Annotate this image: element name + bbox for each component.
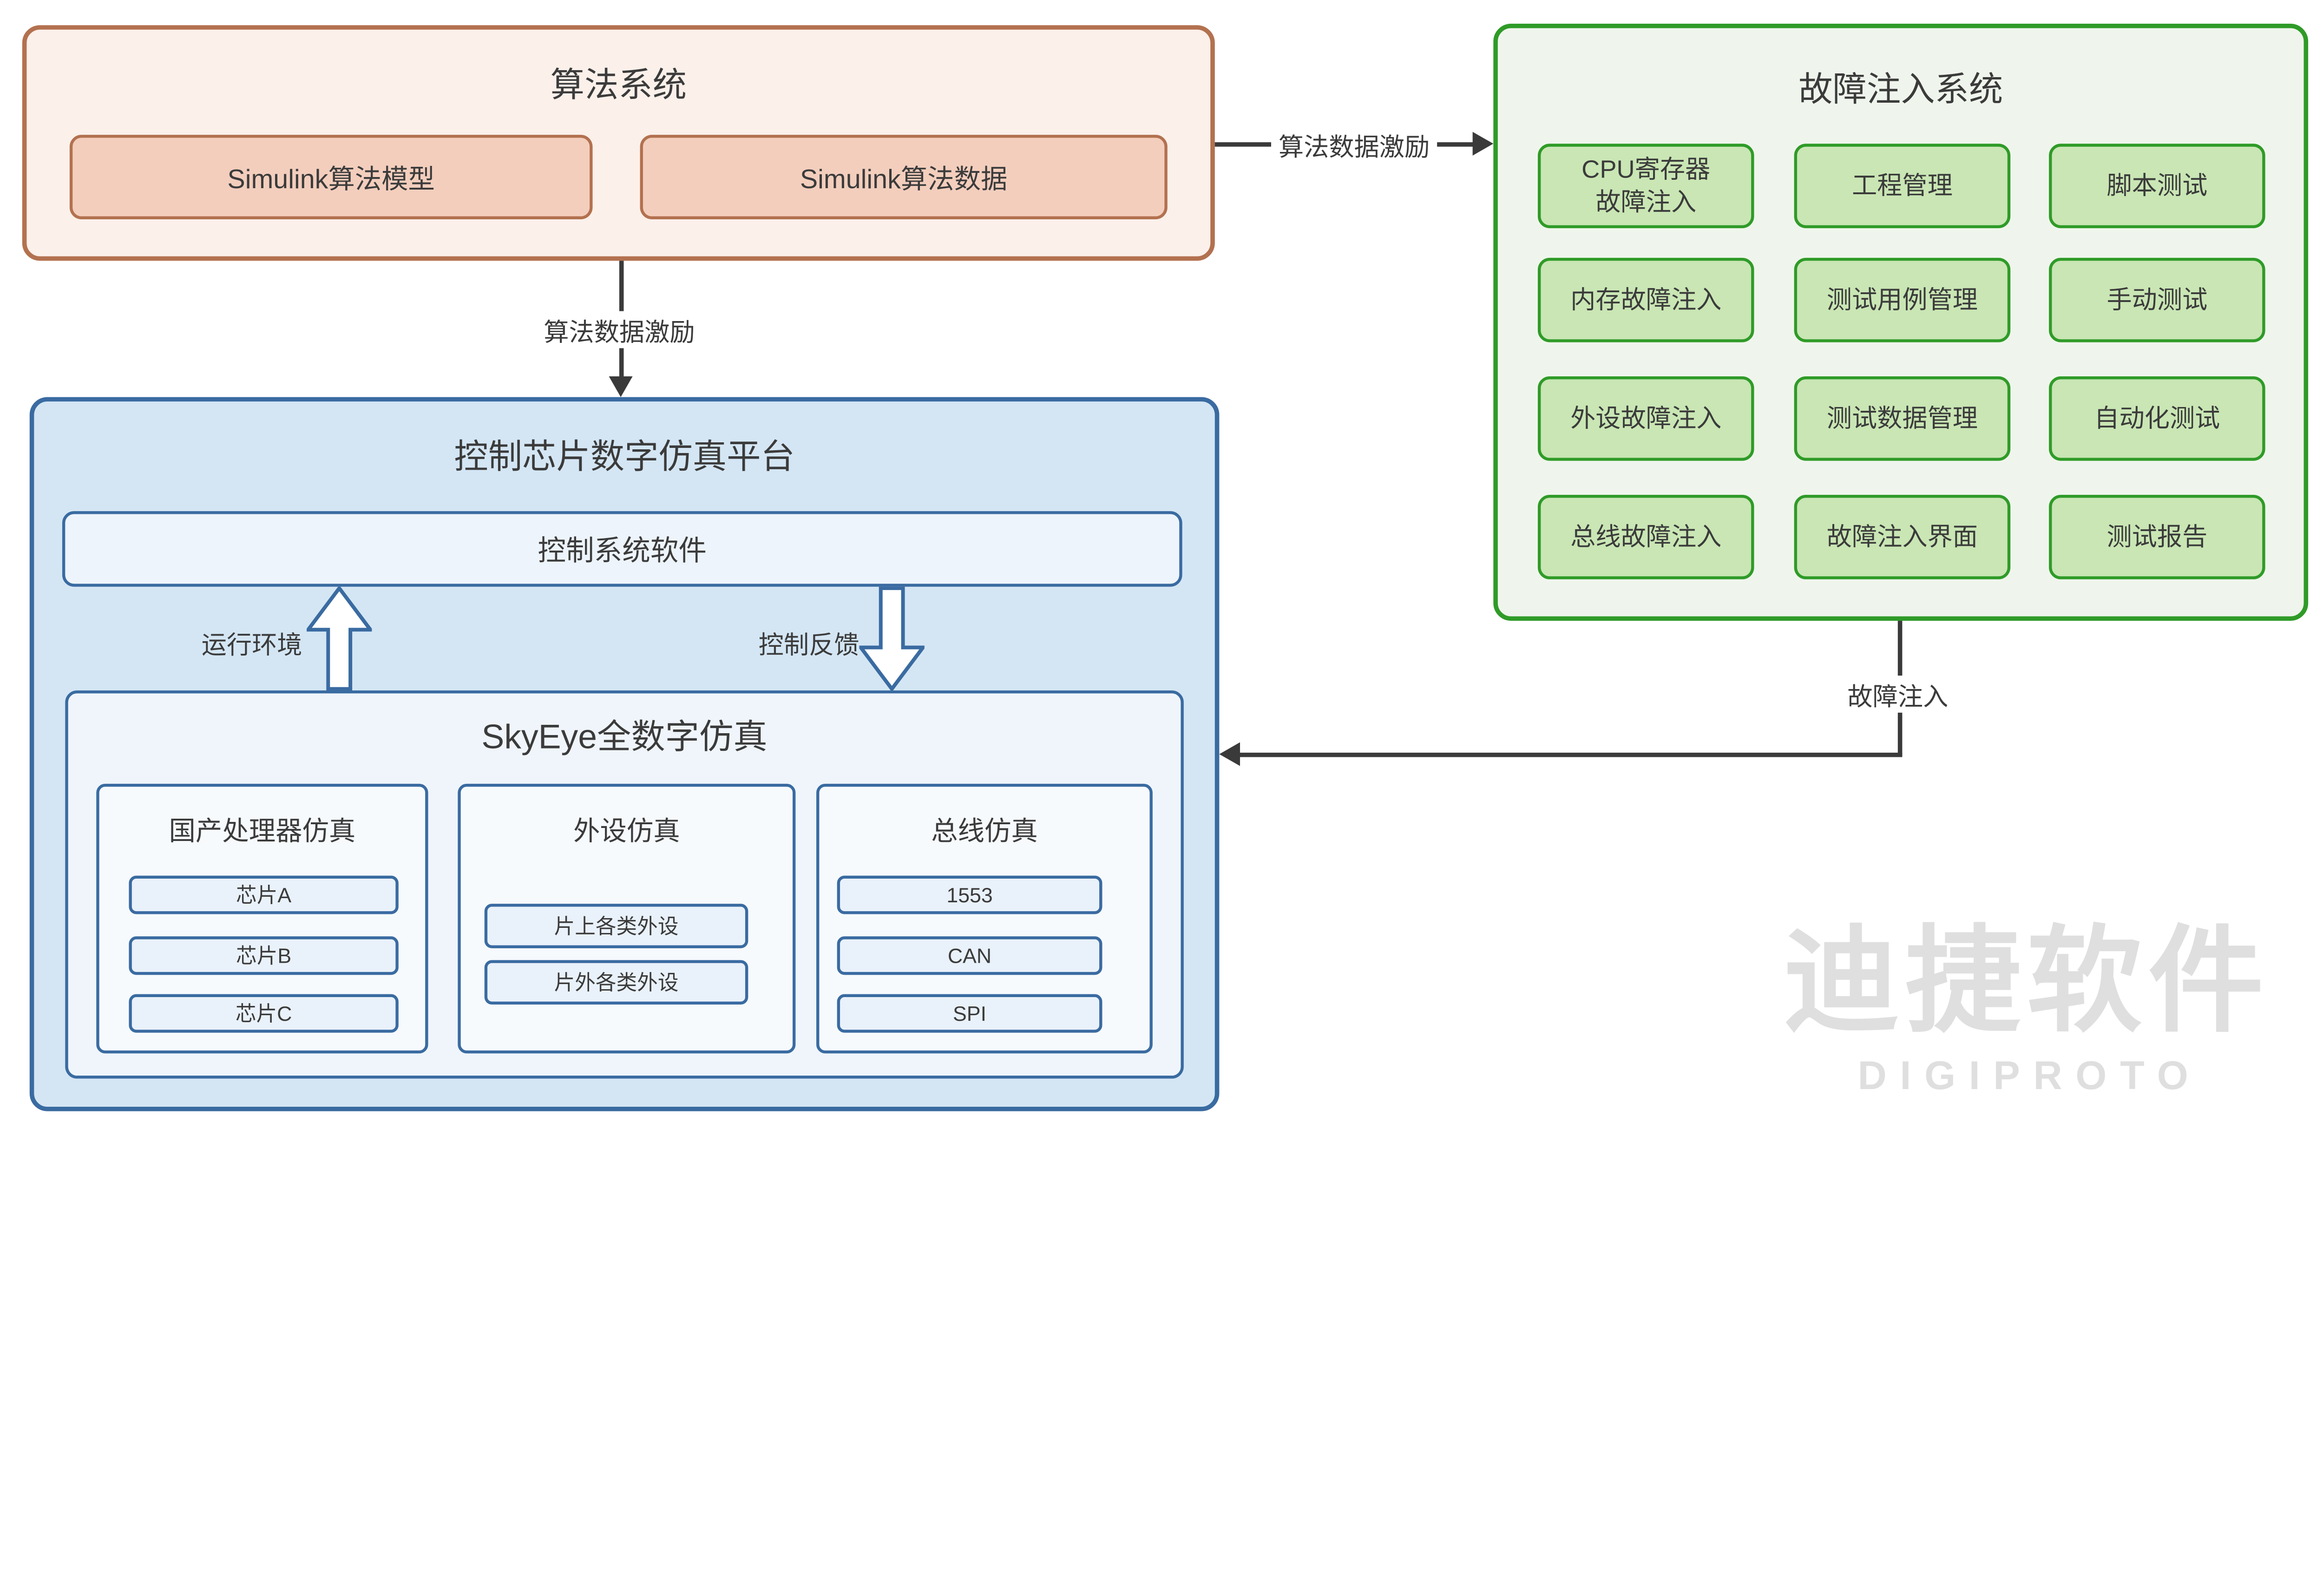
algo-to-fault-label: 算法数据激励 (1215, 125, 1493, 163)
block-arrow-down-icon (859, 586, 925, 690)
chip-c-box: 芯片C (129, 994, 399, 1033)
fault-to-platform-label: 故障注入 (1750, 674, 2046, 713)
simulink-data-box: Simulink算法数据 (640, 135, 1168, 219)
bus-1553-box: 1553 (837, 875, 1102, 914)
arrowhead-left-icon (1219, 742, 1240, 766)
fault-cell-inject-ui: 故障注入界面 (1794, 495, 2011, 579)
fault-cell-project-mgmt: 工程管理 (1794, 144, 2011, 229)
fault-cell-bus: 总线故障注入 (1537, 495, 1754, 579)
runtime-env-label: 运行环境 (201, 631, 302, 660)
fault-cell-auto-test: 自动化测试 (2049, 376, 2265, 461)
offchip-peripherals-box: 片外各类外设 (484, 960, 748, 1005)
bus-spi-box: SPI (837, 994, 1102, 1033)
fault-cell-testcase-mgmt: 测试用例管理 (1794, 257, 2011, 342)
fault-cell-manual-test: 手动测试 (2049, 257, 2265, 342)
algo-system-box: 算法系统 Simulink算法模型 Simulink算法数据 (22, 25, 1215, 261)
arrowhead-right-icon (1472, 131, 1494, 156)
fault-cell-script-test: 脚本测试 (2049, 144, 2265, 229)
fault-system-box: 故障注入系统 CPU寄存器 故障注入 工程管理 脚本测试 内存故障注入 测试用例… (1493, 24, 2309, 621)
bus-can-box: CAN (837, 936, 1102, 975)
onchip-peripherals-box: 片上各类外设 (484, 904, 748, 948)
peripheral-sim-column: 外设仿真 片上各类外设 片外各类外设 (458, 783, 796, 1054)
block-arrow-up-icon (307, 586, 372, 690)
bus-sim-title: 总线仿真 (931, 816, 1038, 846)
platform-title: 控制芯片数字仿真平台 (454, 437, 795, 476)
arrowhead-down-icon (609, 376, 633, 397)
peripheral-sim-title: 外设仿真 (573, 816, 680, 846)
watermark-logo-en: DIGIPROTO (1857, 1053, 2202, 1098)
skyeye-title: SkyEye全数字仿真 (481, 717, 768, 756)
control-feedback-label: 控制反馈 (758, 631, 860, 660)
fault-cell-test-report: 测试报告 (2049, 495, 2265, 579)
algo-to-platform-label: 算法数据激励 (471, 309, 768, 348)
simulink-model-box: Simulink算法模型 (69, 135, 593, 219)
fault-cell-cpu-register: CPU寄存器 故障注入 (1537, 144, 1754, 229)
fault-cell-testdata-mgmt: 测试数据管理 (1794, 376, 2011, 461)
bus-sim-column: 总线仿真 1553 CAN SPI (816, 783, 1153, 1054)
skyeye-box: SkyEye全数字仿真 国产处理器仿真 芯片A 芯片B 芯片C 外设仿真 片上各… (65, 690, 1184, 1079)
arrow-fault-to-platform-hline (1240, 752, 1903, 757)
chip-b-box: 芯片B (129, 936, 399, 975)
fault-cell-peripheral: 外设故障注入 (1537, 376, 1754, 461)
fault-cell-memory: 内存故障注入 (1537, 257, 1754, 342)
control-software-box: 控制系统软件 (62, 511, 1182, 587)
fault-system-title: 故障注入系统 (1798, 69, 2003, 108)
processor-sim-column: 国产处理器仿真 芯片A 芯片B 芯片C (96, 783, 428, 1054)
diagram-canvas: 迪捷软件 DIGIPROTO 算法系统 Simulink算法模型 Simulin… (22, 24, 2309, 1111)
algo-system-title: 算法系统 (550, 65, 687, 104)
processor-sim-title: 国产处理器仿真 (169, 816, 356, 846)
watermark-logo-cn: 迪捷软件 (1784, 915, 2270, 1046)
platform-box: 控制芯片数字仿真平台 控制系统软件 运行环境 控制反馈 SkyEye全数字仿真 … (29, 397, 1220, 1111)
chip-a-box: 芯片A (129, 875, 399, 914)
